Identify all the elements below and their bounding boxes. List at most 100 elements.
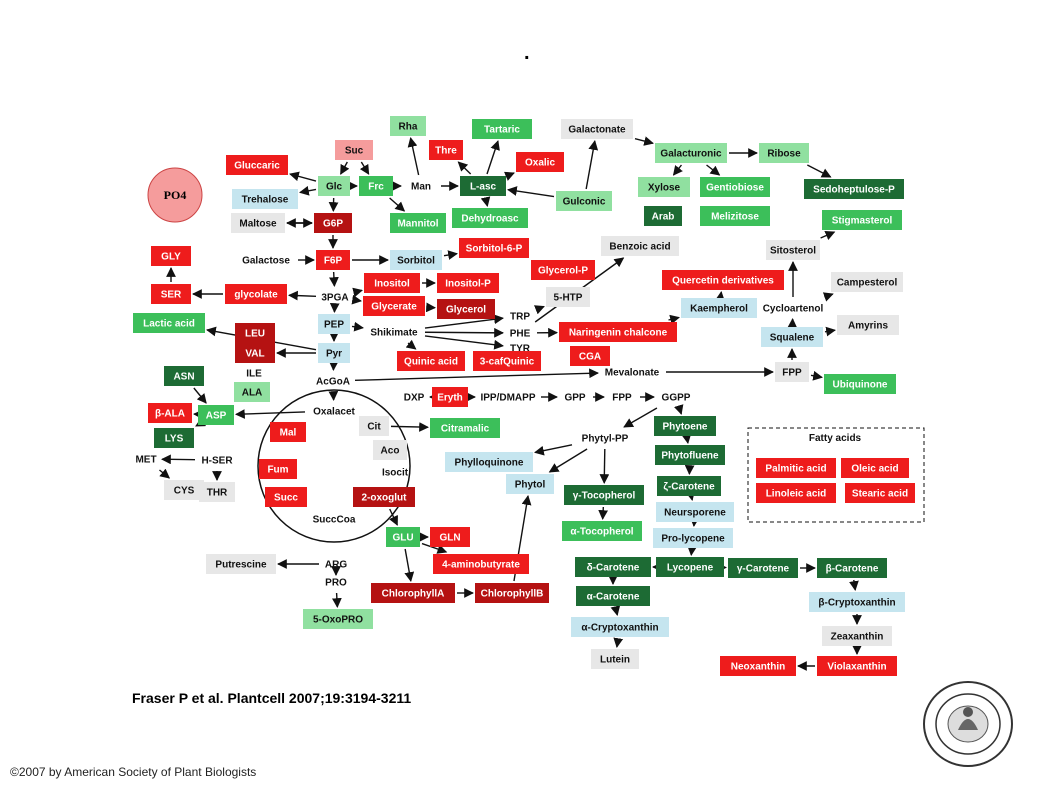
node-thre: Thre (429, 140, 463, 160)
node-label: Gentiobiose (706, 183, 764, 194)
node-chlb: ChlorophyllB (475, 583, 549, 603)
pathway-arrow (824, 326, 836, 337)
node-label: THR (207, 488, 228, 499)
node-label: α-Cryptoxanthin (581, 623, 658, 634)
node-gpp: GPP (564, 393, 585, 404)
node-pro: PRO (325, 578, 347, 589)
node-label: ChlorophyllA (382, 589, 445, 600)
node-glycerolp: Glycerol-P (531, 260, 595, 280)
node-label: Suc (345, 146, 364, 157)
node-label: FPP (612, 393, 632, 404)
node-f6p: F6P (316, 250, 350, 270)
node-label: Quercetin derivatives (672, 276, 774, 287)
node-rha: Rha (390, 116, 426, 136)
node-box (390, 213, 446, 233)
node-box (756, 458, 836, 478)
node-box (199, 482, 235, 502)
node-oleic: Oleic acid (841, 458, 909, 478)
node-label: Galacturonic (660, 149, 722, 160)
node-label: Squalene (770, 333, 815, 344)
node-box (662, 270, 784, 290)
pathway-arrow (623, 407, 658, 428)
node-chla: ChlorophyllA (371, 583, 455, 603)
node-label: Shikimate (370, 328, 418, 339)
node-box (270, 422, 306, 442)
node-label: Pyr (326, 349, 342, 360)
node-amyrins: Amyrins (837, 315, 899, 335)
pathway-arrow (424, 314, 504, 329)
node-sitosterol: Sitosterol (766, 240, 820, 260)
node-label: Zeaxanthin (831, 632, 884, 643)
node-label: IPP/DMAPP (480, 393, 535, 404)
pathway-arrow (610, 605, 621, 616)
node-box (386, 527, 420, 547)
node-label: 5-OxoPRO (313, 615, 363, 626)
node-label: Gluccaric (234, 161, 280, 172)
node-po4: PO4 (147, 167, 203, 223)
node-label: Putrescine (215, 560, 267, 571)
node-box (546, 287, 590, 307)
node-box (656, 502, 734, 522)
node-bcarotene: β-Carotene (817, 558, 887, 578)
node-box (654, 416, 716, 436)
node-box (720, 656, 796, 676)
node-box (151, 246, 191, 266)
node-citramalic: Citramalic (430, 418, 500, 438)
node-label: Oxalic (525, 158, 555, 169)
pathway-arrow (503, 171, 515, 181)
node-label: Xylose (648, 183, 681, 194)
node-stigmasterol: Stigmasterol (822, 210, 902, 230)
node-label: Aco (381, 446, 400, 457)
node-label: Naringenin chalcone (569, 328, 668, 339)
node-mevalonate: Mevalonate (605, 368, 660, 379)
node-xylose: Xylose (638, 177, 690, 197)
node-lycopene: Lycopene (656, 557, 724, 577)
node-melizitose: Melizitose (700, 206, 770, 226)
node-box (761, 327, 823, 347)
node-lactic: Lactic acid (133, 313, 205, 333)
pathway-edges (159, 136, 862, 671)
node-box (316, 250, 350, 270)
node-box (809, 592, 905, 612)
node-phytol: Phytol (506, 474, 554, 494)
node-label: Oxalacet (313, 407, 355, 418)
pathway-arrow (486, 140, 500, 175)
node-oxalic: Oxalic (516, 152, 564, 172)
node-box (559, 322, 677, 342)
node-label: Neursporene (664, 508, 726, 519)
node-putrescine: Putrescine (206, 554, 276, 574)
node-pyr: Pyr (318, 343, 350, 363)
node-label: Galactonate (568, 125, 626, 136)
node-label: Stigmasterol (832, 216, 893, 227)
node-box (766, 240, 820, 260)
node-label: DXP (404, 393, 425, 404)
node-inositolp: Inositol-P (437, 273, 499, 293)
node-label: β-ALA (155, 409, 185, 420)
pathway-arrow (599, 448, 610, 484)
node-asp: ASP (198, 405, 234, 425)
node-box (359, 176, 393, 196)
node-box (556, 191, 612, 211)
node-box (700, 206, 770, 226)
node-campesterol: Campesterol (831, 272, 903, 292)
node-box (364, 273, 420, 293)
node-label: CGA (579, 352, 601, 363)
pathway-arrow (598, 506, 609, 520)
node-box (430, 527, 470, 547)
node-box (841, 458, 909, 478)
node-fum: Fum (259, 459, 297, 479)
node-balas: β-ALA (148, 403, 192, 423)
node-label: Sorbitol-6-P (466, 244, 523, 255)
node-label: PHE (510, 329, 531, 340)
node-asn: ASN (164, 366, 204, 386)
node-gcarotene: γ-Carotene (728, 558, 798, 578)
node-box (837, 315, 899, 335)
node-label: Trehalose (242, 195, 289, 206)
node-box (472, 119, 532, 139)
node-box (459, 238, 529, 258)
node-box (576, 586, 650, 606)
node-box (681, 298, 757, 318)
pathway-arrow (820, 231, 836, 241)
